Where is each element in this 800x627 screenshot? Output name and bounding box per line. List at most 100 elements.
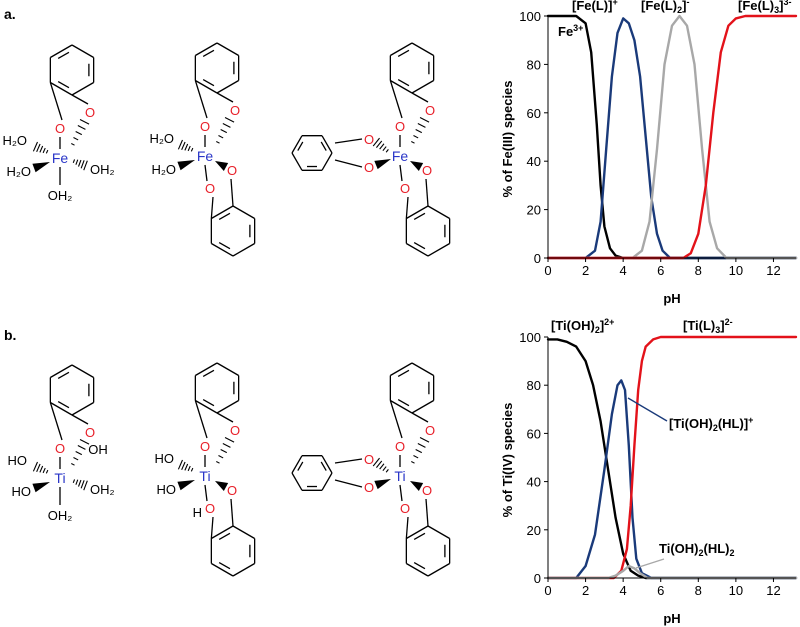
oxygen-atom: O	[364, 452, 374, 467]
bond	[216, 412, 234, 423]
bond	[390, 79, 413, 94]
x-tick-label: 4	[620, 263, 627, 278]
series-layer	[546, 335, 798, 580]
y-axis-label: % of Fe(III) species	[500, 80, 515, 197]
oxygen-atom: O	[364, 480, 374, 495]
bond	[204, 164, 208, 182]
bond	[71, 44, 94, 59]
oxygen-atom: O	[400, 501, 410, 516]
y-tick-label: 80	[527, 57, 541, 72]
bond	[230, 178, 234, 207]
bond	[210, 516, 214, 539]
ligand-label: H	[193, 505, 202, 520]
oxygen-atom: O	[200, 439, 210, 454]
bond	[411, 412, 429, 423]
bond	[71, 81, 94, 96]
oxygen-atom: O	[230, 103, 240, 118]
bond	[49, 402, 63, 441]
series-line-1	[546, 379, 798, 580]
ligand-label: OH₂	[90, 162, 115, 177]
oxygen-atom: O	[422, 483, 432, 498]
bond	[202, 78, 215, 87]
bond	[390, 362, 413, 377]
bond	[57, 400, 70, 409]
wedge-bond	[32, 162, 50, 173]
wedge-bond	[410, 481, 424, 491]
hashed-bond	[216, 436, 235, 464]
bond	[50, 401, 73, 416]
hashed-bond	[72, 479, 88, 491]
series-layer	[546, 14, 798, 260]
x-axis-label: pH	[663, 291, 680, 306]
wedge-bond	[177, 480, 195, 491]
bond	[204, 484, 208, 502]
metal-center: Ti	[199, 468, 210, 484]
bond	[321, 455, 333, 474]
bond	[232, 242, 255, 257]
bond	[195, 79, 218, 94]
bond	[218, 241, 231, 250]
x-tick-label: 10	[729, 583, 743, 598]
bond	[232, 525, 255, 540]
x-tick-label: 10	[729, 263, 743, 278]
y-tick-label: 100	[519, 330, 541, 345]
bond	[406, 525, 429, 540]
hashed-bond	[72, 159, 88, 171]
ligand-label: HO	[12, 484, 32, 499]
y-tick-label: 40	[527, 475, 541, 490]
hashed-bond	[71, 438, 90, 466]
bond	[406, 562, 429, 577]
bond	[50, 81, 73, 96]
catecholate-ring-bottom	[210, 205, 256, 257]
bond	[413, 241, 426, 250]
bond	[406, 242, 429, 257]
bond	[425, 178, 429, 207]
catecholate-ring-left	[291, 135, 333, 171]
bond	[216, 79, 239, 94]
label-ti-oh2-hl2: Ti(OH)2(HL)2	[659, 541, 735, 558]
bond	[50, 44, 73, 59]
x-tick-label: 4	[620, 583, 627, 598]
y-tick-label: 60	[527, 106, 541, 121]
catecholate-ring-top	[194, 42, 240, 94]
bond	[397, 49, 410, 58]
bond	[210, 196, 214, 219]
bond	[320, 461, 327, 471]
bond	[218, 532, 231, 541]
bond	[202, 49, 215, 58]
x-tick-label: 6	[657, 263, 664, 278]
bond	[216, 362, 239, 377]
bond	[195, 399, 218, 414]
catecholate-ring-top	[389, 362, 435, 414]
bond	[195, 362, 218, 377]
bond	[321, 472, 333, 491]
metal-center: Ti	[54, 470, 65, 486]
bond	[71, 94, 89, 105]
bond	[334, 458, 363, 464]
hashed-bond	[177, 459, 194, 472]
bond	[218, 561, 231, 570]
series-line-1	[546, 17, 798, 260]
oxygen-atom: O	[400, 181, 410, 196]
catecholate-ring-top	[194, 362, 240, 414]
bond	[194, 400, 208, 439]
x-tick-label: 8	[695, 263, 702, 278]
ligand-label: OH₂	[48, 508, 73, 523]
metal-center: Fe	[197, 148, 214, 164]
y-tick-label: 20	[527, 203, 541, 218]
bond	[216, 42, 239, 57]
catecholate-ring-left	[291, 455, 333, 491]
wedge-bond	[32, 482, 50, 493]
bond	[397, 398, 410, 407]
label-fe3: Fe3+	[558, 23, 583, 39]
y-tick-label: 0	[534, 251, 541, 266]
